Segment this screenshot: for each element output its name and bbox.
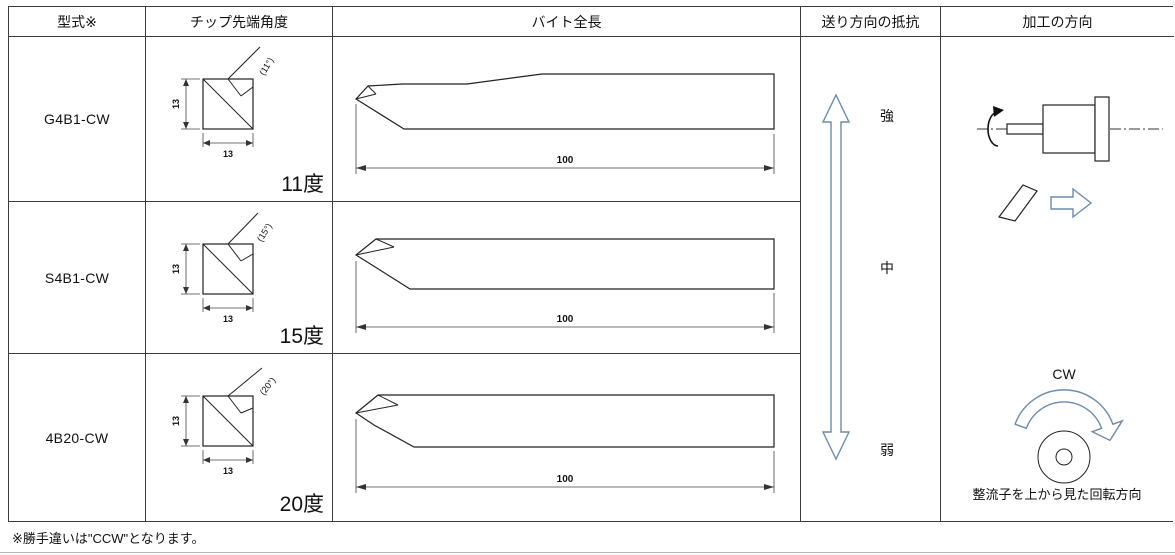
tool-tip-sketch bbox=[997, 184, 1038, 222]
rotation-caption: 整流子を上から見た回転方向 bbox=[972, 487, 1141, 502]
double-arrow-icon bbox=[821, 93, 851, 461]
model-cell-row3: 4B20-CW bbox=[9, 354, 146, 521]
resistance-weak-label: 弱 bbox=[880, 442, 894, 458]
angle-label-row3: 20度 bbox=[279, 493, 324, 516]
header-tip-angle-label: チップ先端角度 bbox=[190, 13, 288, 30]
machining-direction-drawing: CW 整流子を上から見た回転方向 bbox=[972, 96, 1163, 502]
chip-angle-cell-row3: (20°) 13 13 20度 bbox=[146, 354, 333, 521]
header-total-length: バイト全長 bbox=[333, 7, 801, 37]
chip-angle-drawing-row3: (20°) 13 13 bbox=[171, 367, 278, 476]
angle-label-row1: 11度 bbox=[281, 173, 324, 196]
spindle-shaft bbox=[1006, 123, 1044, 135]
height-dim-row1: 13 bbox=[171, 99, 181, 109]
header-machining-direction-label: 加工の方向 bbox=[1022, 13, 1093, 30]
tool-length-cell-row2: 100 bbox=[333, 202, 801, 354]
cw-label: CW bbox=[1052, 366, 1076, 382]
commutator-outer-circle bbox=[1037, 430, 1091, 484]
angle-note-row3: (20°) bbox=[258, 375, 278, 397]
footnote: ※勝手違いは"CCW"となります。 bbox=[12, 531, 205, 546]
machining-direction-cell: CW 整流子を上から見た回転方向 bbox=[941, 37, 1174, 521]
cw-arc-arrow-icon bbox=[1014, 389, 1124, 442]
feed-direction-arrow-icon bbox=[1050, 187, 1093, 219]
model-cell-row1: G4B1-CW bbox=[9, 37, 146, 202]
workpiece-flange bbox=[1094, 96, 1110, 162]
feed-resistance-drawing: 強 中 弱 bbox=[821, 93, 894, 461]
tool-drawing-row2: 100 bbox=[354, 237, 775, 333]
tool-drawing-row3: 100 bbox=[354, 393, 775, 493]
length-dim-row1: 100 bbox=[556, 155, 573, 166]
workpiece-body bbox=[1042, 104, 1096, 154]
header-tip-angle: チップ先端角度 bbox=[146, 7, 333, 37]
model-label-row2: S4B1-CW bbox=[44, 269, 110, 286]
length-dim-row3: 100 bbox=[556, 474, 573, 485]
chip-angle-cell-row2: (15°) 13 13 15度 bbox=[146, 202, 333, 354]
chip-angle-cell-row1: (11°) 13 13 11度 bbox=[146, 37, 333, 202]
width-dim-row2: 13 bbox=[223, 314, 233, 324]
model-label-row1: G4B1-CW bbox=[44, 111, 110, 127]
window-bottom-divider bbox=[0, 552, 1175, 553]
length-dim-row2: 100 bbox=[556, 314, 573, 325]
angle-label-row2: 15度 bbox=[279, 325, 324, 348]
chip-angle-drawing-row2: (15°) 13 13 bbox=[171, 212, 274, 324]
resistance-strong-label: 強 bbox=[880, 108, 894, 124]
header-model: 型式※ bbox=[9, 7, 146, 37]
header-feed-resistance-label: 送り方向の抵抗 bbox=[821, 13, 920, 30]
resistance-middle-label: 中 bbox=[880, 260, 894, 276]
header-feed-resistance: 送り方向の抵抗 bbox=[801, 7, 941, 37]
header-machining-direction: 加工の方向 bbox=[941, 7, 1174, 37]
angle-note-row1: (11°) bbox=[257, 56, 276, 77]
tool-length-cell-row3: 100 bbox=[333, 354, 801, 521]
height-dim-row3: 13 bbox=[171, 416, 181, 426]
width-dim-row3: 13 bbox=[223, 466, 233, 476]
header-model-label: 型式※ bbox=[57, 13, 97, 30]
commutator-inner-circle bbox=[1055, 448, 1073, 466]
feed-resistance-cell: 強 中 弱 bbox=[801, 37, 941, 521]
angle-note-row2: (15°) bbox=[255, 221, 274, 243]
width-dim-row1: 13 bbox=[223, 149, 233, 159]
tool-length-cell-row1: 100 bbox=[333, 37, 801, 202]
model-label-row3: 4B20-CW bbox=[45, 429, 109, 446]
spec-table: 型式※ チップ先端角度 バイト全長 送り方向の抵抗 加工の方向 G4B1-CW … bbox=[8, 6, 1174, 522]
header-total-length-label: バイト全長 bbox=[531, 13, 602, 30]
tool-drawing-row1: 100 bbox=[354, 73, 775, 174]
height-dim-row2: 13 bbox=[171, 264, 181, 274]
chip-angle-drawing-row1: (11°) 13 13 bbox=[171, 46, 276, 159]
model-cell-row2: S4B1-CW bbox=[9, 202, 146, 354]
